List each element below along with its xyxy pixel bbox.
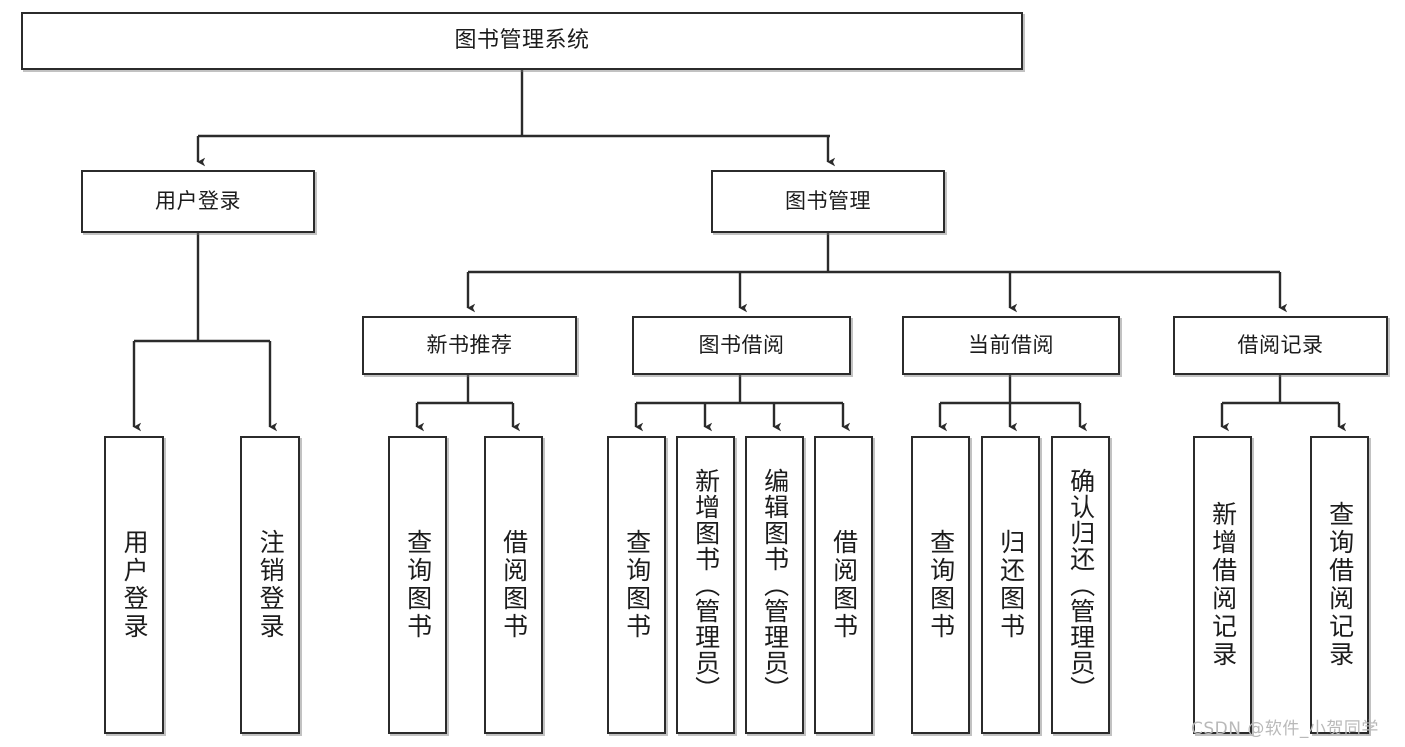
node-leaf-add-record[interactable]: 新增借阅记录 (1193, 436, 1252, 734)
node-borrow-record[interactable]: 借阅记录 (1173, 316, 1388, 375)
node-label: 归还图书 (996, 529, 1026, 641)
node-label: 编辑图书（管理员） (760, 468, 790, 702)
node-label: 查询图书 (622, 529, 652, 641)
node-user-login[interactable]: 用户登录 (81, 170, 315, 233)
node-leaf-user-logout[interactable]: 注销登录 (240, 436, 300, 734)
node-label: 确认归还（管理员） (1066, 468, 1096, 702)
node-leaf-borrow-book-2[interactable]: 借阅图书 (814, 436, 873, 734)
node-leaf-query-book-2[interactable]: 查询图书 (607, 436, 666, 734)
csdn-watermark: CSDN @软件_小贺同学 (1191, 719, 1379, 739)
node-label: 借阅记录 (1237, 333, 1324, 358)
node-leaf-query-book-1[interactable]: 查询图书 (388, 436, 447, 734)
node-book-borrow[interactable]: 图书借阅 (632, 316, 851, 375)
node-current-borrow[interactable]: 当前借阅 (902, 316, 1120, 375)
node-leaf-borrow-book-1[interactable]: 借阅图书 (484, 436, 543, 734)
node-label: 新书推荐 (426, 333, 513, 358)
node-label: 新增图书（管理员） (691, 468, 721, 702)
node-label: 注销登录 (256, 529, 286, 641)
node-label: 借阅图书 (499, 529, 529, 641)
node-book-manage[interactable]: 图书管理 (711, 170, 945, 233)
node-leaf-edit-book[interactable]: 编辑图书（管理员） (745, 436, 804, 734)
node-label: 新增借阅记录 (1208, 501, 1238, 669)
node-label: 图书管理 (785, 189, 871, 214)
node-leaf-confirm-return[interactable]: 确认归还（管理员） (1051, 436, 1110, 734)
node-label: 图书借阅 (698, 333, 785, 358)
node-leaf-query-record[interactable]: 查询借阅记录 (1310, 436, 1369, 734)
node-label: 借阅图书 (829, 529, 859, 641)
node-root-system[interactable]: 图书管理系统 (21, 12, 1023, 70)
node-leaf-return-book[interactable]: 归还图书 (981, 436, 1040, 734)
node-label: 用户登录 (120, 529, 150, 641)
node-label: 查询图书 (926, 529, 956, 641)
node-label: 当前借阅 (968, 333, 1054, 358)
node-leaf-query-book-3[interactable]: 查询图书 (911, 436, 970, 734)
node-label: 查询借阅记录 (1325, 501, 1355, 669)
node-label: 图书管理系统 (454, 28, 590, 54)
node-label: 查询图书 (403, 529, 433, 641)
node-label: 用户登录 (155, 189, 241, 214)
node-leaf-add-book[interactable]: 新增图书（管理员） (676, 436, 735, 734)
node-new-book-recommend[interactable]: 新书推荐 (362, 316, 577, 375)
node-leaf-user-login[interactable]: 用户登录 (104, 436, 164, 734)
